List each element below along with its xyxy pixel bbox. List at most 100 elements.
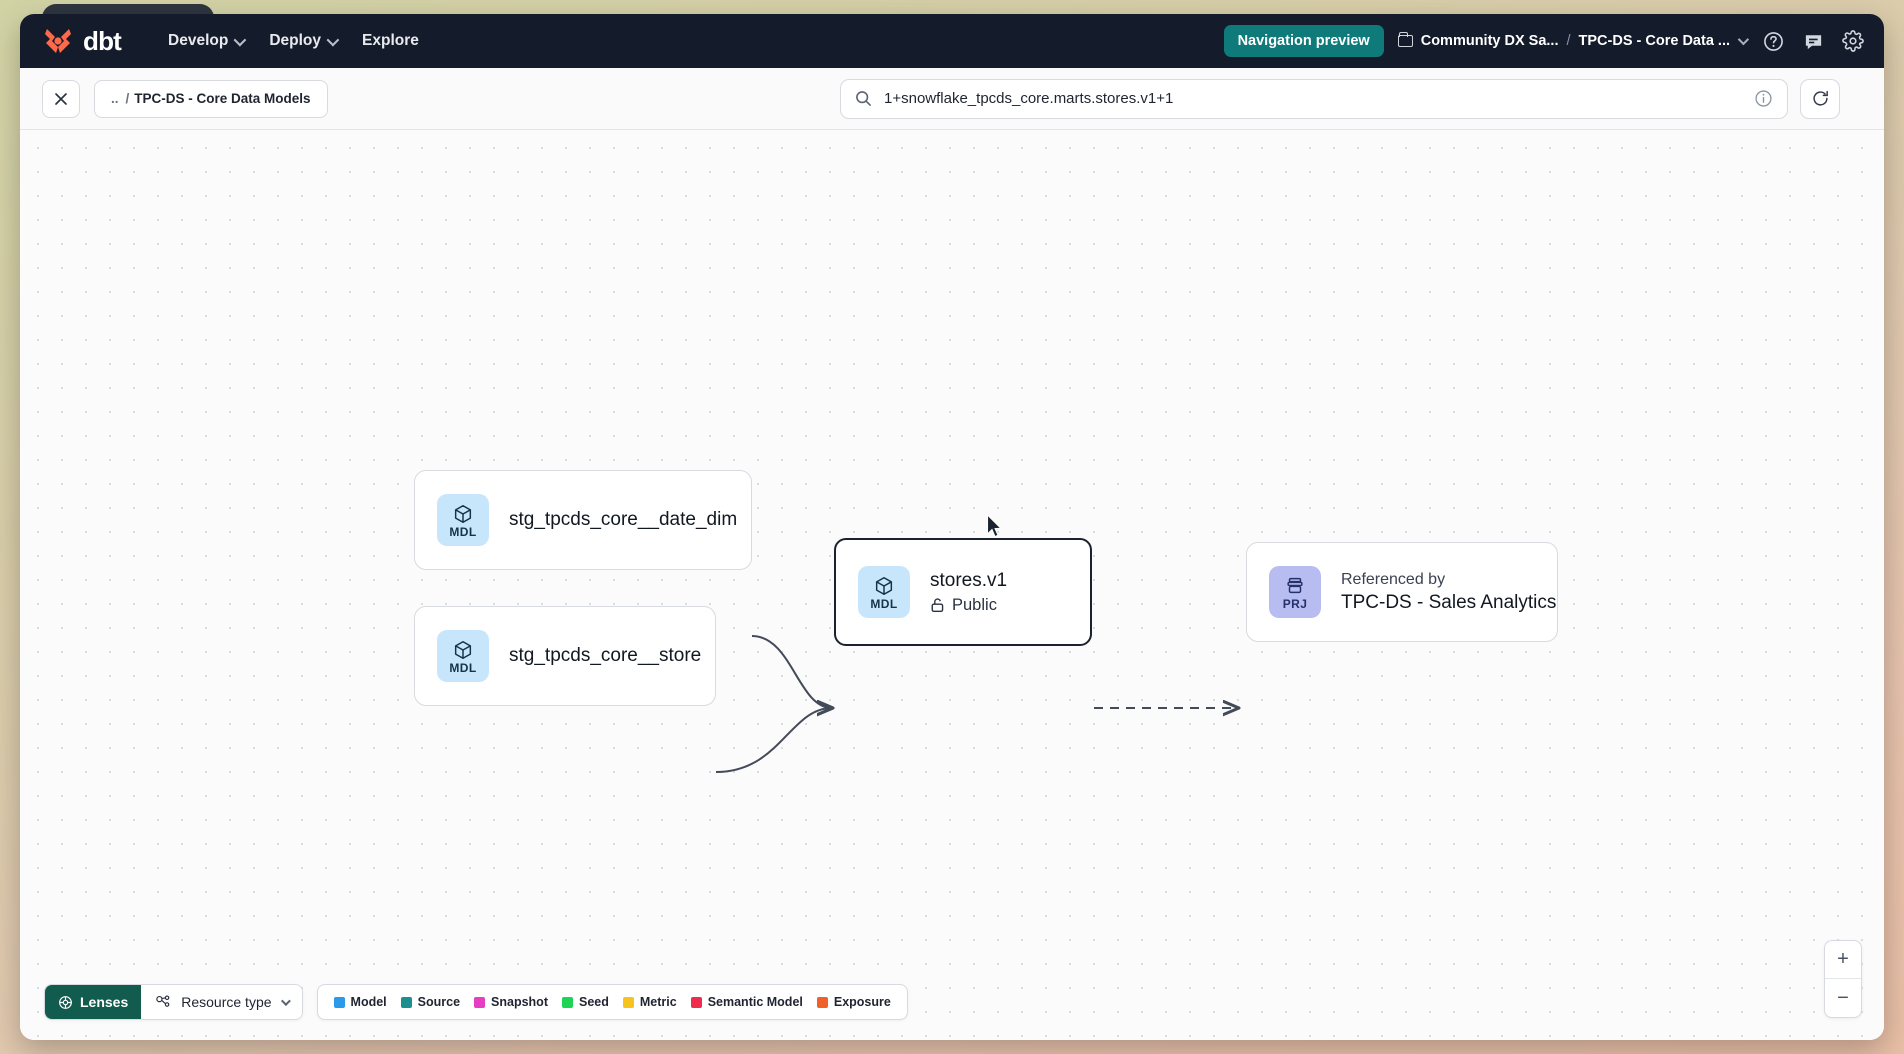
zoom-in-button[interactable]: +: [1825, 941, 1861, 979]
nav-item-deploy[interactable]: Deploy: [256, 25, 349, 57]
legend-label: Exposure: [833, 995, 891, 1009]
legend-label: Seed: [578, 995, 609, 1009]
nav-item-explore-label: Explore: [362, 32, 419, 49]
node-eyebrow: Referenced by: [1341, 570, 1446, 588]
resource-type-label: Resource type: [181, 994, 272, 1010]
legend-item[interactable]: Model: [333, 995, 387, 1009]
nav-item-develop-label: Develop: [168, 32, 229, 49]
refresh-icon: [1812, 90, 1828, 106]
legend-swatch: [333, 996, 345, 1008]
zoom-controls: + −: [1824, 940, 1862, 1018]
breadcrumb-parent: ..: [111, 91, 119, 106]
legend-label: Metric: [639, 995, 677, 1009]
model-badge: MDL: [437, 630, 489, 682]
graph-node-sales-analytics[interactable]: PRJ Referenced by TPC-DS - Sales Analyti…: [1246, 542, 1558, 642]
node-title: stg_tpcds_core__store: [509, 645, 702, 666]
gear-icon[interactable]: [1840, 28, 1866, 54]
lenses-label: Lenses: [80, 994, 129, 1010]
navbar-right-group: Navigation preview Community DX Sa... / …: [1223, 25, 1866, 57]
model-badge-label: MDL: [870, 596, 898, 611]
search-area: [840, 78, 1840, 119]
legend-swatch: [561, 996, 573, 1008]
node-title: stores.v1: [930, 569, 1008, 591]
legend-swatch: [622, 996, 634, 1008]
folder-icon: [1397, 32, 1413, 47]
resource-type-legend: Model Source Snapshot Seed Metric Semantic Mo…: [316, 984, 908, 1020]
graph-node-stg-date-dim[interactable]: MDL stg_tpcds_core__date_dim: [414, 470, 752, 570]
legend-label: Model: [350, 995, 387, 1009]
model-badge-label: MDL: [449, 524, 477, 539]
legend-label: Snapshot: [491, 995, 548, 1009]
nodes-icon: [156, 994, 170, 1007]
zoom-out-button[interactable]: −: [1837, 986, 1849, 1009]
top-navbar: dbt Develop Deploy Explore Navigation pr…: [20, 14, 1884, 68]
breadcrumb-separator: /: [125, 91, 130, 106]
nav-item-explore[interactable]: Explore: [349, 25, 432, 57]
graph-toolbar: .. / TPC-DS - Core Data Models: [20, 68, 1884, 130]
project-badge-label: PRJ: [1282, 596, 1308, 611]
chevron-down-icon: [233, 33, 247, 46]
unlock-icon: [931, 598, 944, 612]
chevron-down-icon[interactable]: [1737, 33, 1750, 46]
nav-item-deploy-label: Deploy: [269, 32, 322, 49]
legend-label: Semantic Model: [707, 995, 803, 1009]
chevron-down-icon: [280, 995, 291, 1006]
legend-item[interactable]: Source: [400, 995, 461, 1009]
breadcrumb-account[interactable]: Community DX Sa...: [1420, 33, 1559, 49]
graph-edges: [715, 635, 1884, 773]
chevron-down-icon: [326, 33, 340, 46]
search-box[interactable]: [840, 78, 1788, 119]
info-icon[interactable]: [1754, 89, 1773, 108]
lenses-button[interactable]: Lenses: [45, 985, 142, 1019]
model-badge: MDL: [858, 566, 910, 618]
nav-item-develop[interactable]: Develop: [155, 25, 256, 57]
breadcrumb[interactable]: .. / TPC-DS - Core Data Models: [94, 79, 328, 118]
node-access-label: Public: [952, 595, 997, 614]
refresh-button[interactable]: [1800, 78, 1840, 119]
feedback-icon[interactable]: [1800, 28, 1826, 54]
legend-swatch: [816, 996, 828, 1008]
lineage-graph-canvas[interactable]: MDL stg_tpcds_core__date_dim MDL stg_tpc…: [20, 130, 1884, 1040]
search-input[interactable]: [884, 90, 1742, 107]
model-badge: MDL: [437, 494, 489, 546]
dbt-mark-icon: [45, 29, 71, 53]
legend-swatch: [400, 996, 412, 1008]
legend-item[interactable]: Seed: [561, 995, 609, 1009]
breadcrumb-separator: /: [1566, 33, 1571, 49]
app-window: dbt Develop Deploy Explore Navigation pr…: [20, 14, 1884, 1040]
cube-icon: [454, 640, 472, 659]
project-badge: PRJ: [1269, 566, 1321, 618]
close-icon: [55, 92, 67, 105]
edge-date-dim-to-stores: [751, 635, 832, 708]
dbt-logo[interactable]: dbt: [42, 25, 122, 57]
legend-item[interactable]: Semantic Model: [690, 995, 803, 1009]
graph-node-stg-store[interactable]: MDL stg_tpcds_core__store: [414, 606, 716, 706]
legend-swatch: [690, 996, 702, 1008]
brand-label: dbt: [83, 25, 122, 56]
search-icon: [856, 91, 871, 106]
model-badge-label: MDL: [449, 660, 477, 675]
lens-icon: [59, 995, 72, 1009]
cube-icon: [875, 576, 893, 595]
lens-controls: Lenses Resource type: [44, 984, 303, 1020]
node-title: stg_tpcds_core__date_dim: [509, 509, 738, 530]
close-button[interactable]: [42, 79, 80, 118]
navigation-preview-button[interactable]: Navigation preview: [1223, 25, 1384, 57]
legend-item[interactable]: Metric: [622, 995, 677, 1009]
cube-icon: [454, 504, 472, 523]
legend-swatch: [474, 996, 486, 1008]
breadcrumb-project[interactable]: TPC-DS - Core Data ...: [1578, 33, 1730, 49]
graph-bottom-bar: Lenses Resource type Model Source Snapshot…: [44, 984, 908, 1020]
node-title: TPC-DS - Sales Analytics: [1341, 591, 1557, 613]
resource-type-dropdown[interactable]: Resource type: [141, 985, 302, 1019]
graph-node-stores-v1[interactable]: MDL stores.v1 Public: [834, 538, 1092, 646]
legend-item[interactable]: Exposure: [816, 995, 891, 1009]
navbar-breadcrumb: Community DX Sa... / TPC-DS - Core Data …: [1397, 32, 1750, 49]
edge-store-to-stores: [715, 708, 832, 773]
breadcrumb-current-label: TPC-DS - Core Data Models: [134, 91, 311, 106]
legend-item[interactable]: Snapshot: [474, 995, 548, 1009]
help-icon[interactable]: [1760, 28, 1786, 54]
legend-label: Source: [417, 995, 461, 1009]
project-icon: [1287, 577, 1303, 593]
node-access: Public: [930, 596, 1007, 615]
